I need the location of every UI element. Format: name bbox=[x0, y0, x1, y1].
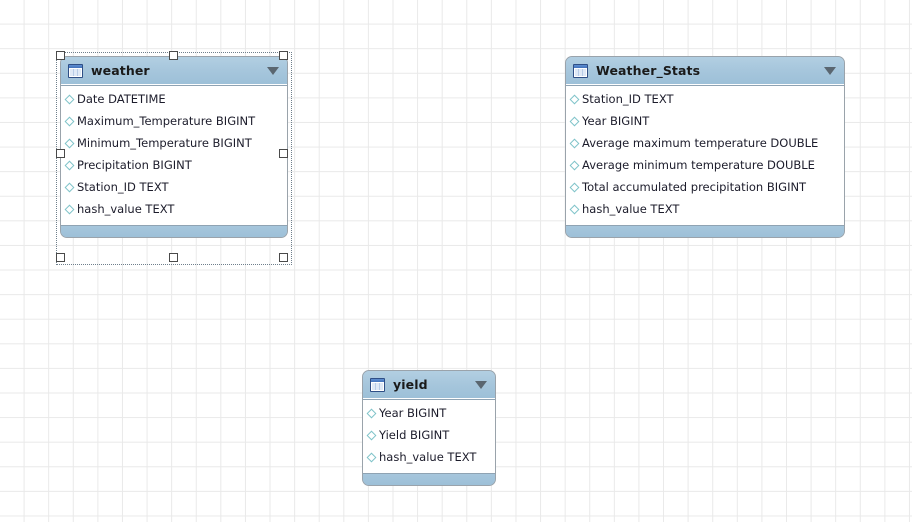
chevron-down-icon[interactable] bbox=[475, 380, 487, 389]
handle-bottom-left[interactable] bbox=[56, 253, 65, 262]
table-field-label: Yield BIGINT bbox=[379, 428, 450, 443]
table-field-row[interactable]: Year BIGINT bbox=[566, 111, 844, 133]
table-field-row[interactable]: Total accumulated precipitation BIGINT bbox=[566, 177, 844, 199]
table-field-label: Station_ID TEXT bbox=[77, 180, 169, 195]
column-diamond-icon bbox=[64, 116, 75, 127]
column-diamond-icon bbox=[569, 138, 580, 149]
column-diamond-icon bbox=[64, 182, 75, 193]
table-field-label: hash_value TEXT bbox=[582, 202, 680, 217]
table-footer-yield bbox=[363, 474, 495, 485]
table-icon bbox=[573, 63, 588, 78]
table-field-row[interactable]: Year BIGINT bbox=[363, 403, 495, 425]
column-diamond-icon bbox=[366, 452, 377, 463]
column-diamond-icon bbox=[64, 138, 75, 149]
column-diamond-icon bbox=[569, 204, 580, 215]
table-field-label: Average maximum temperature DOUBLE bbox=[582, 136, 819, 151]
table-field-label: Total accumulated precipitation BIGINT bbox=[582, 180, 807, 195]
table-title-weather: weather bbox=[91, 63, 150, 78]
table-body-weather: Date DATETIME Maximum_Temperature BIGINT M… bbox=[61, 85, 287, 226]
column-diamond-icon bbox=[569, 160, 580, 171]
table-footer-weather bbox=[61, 226, 287, 237]
table-field-label: Date DATETIME bbox=[77, 92, 166, 107]
table-field-label: Minimum_Temperature BIGINT bbox=[77, 136, 252, 151]
handle-bottom-center[interactable] bbox=[169, 253, 178, 262]
table-title-weather_stats: Weather_Stats bbox=[596, 63, 701, 78]
table-field-row[interactable]: Precipitation BIGINT bbox=[61, 155, 287, 177]
table-field-row[interactable]: Yield BIGINT bbox=[363, 425, 495, 447]
table-field-row[interactable]: hash_value TEXT bbox=[363, 447, 495, 469]
table-field-row[interactable]: hash_value TEXT bbox=[566, 199, 844, 221]
table-body-weather_stats: Station_ID TEXT Year BIGINT Average maximu… bbox=[566, 85, 844, 226]
handle-bottom-right[interactable] bbox=[279, 253, 288, 262]
chevron-down-icon[interactable] bbox=[267, 66, 279, 75]
column-diamond-icon bbox=[64, 94, 75, 105]
column-diamond-icon bbox=[64, 160, 75, 171]
table-icon bbox=[68, 63, 83, 78]
table-footer-weather_stats bbox=[566, 226, 844, 237]
table-body-yield: Year BIGINT Yield BIGINT hash_value TEXT bbox=[363, 399, 495, 474]
table-field-row[interactable]: Average maximum temperature DOUBLE bbox=[566, 133, 844, 155]
table-header-weather[interactable]: weather bbox=[61, 57, 287, 85]
column-diamond-icon bbox=[366, 408, 377, 419]
table-field-row[interactable]: hash_value TEXT bbox=[61, 199, 287, 221]
table-field-row[interactable]: Maximum_Temperature BIGINT bbox=[61, 111, 287, 133]
table-title-yield: yield bbox=[393, 377, 428, 392]
handle-top-right[interactable] bbox=[279, 51, 288, 60]
column-diamond-icon bbox=[569, 116, 580, 127]
table-icon bbox=[370, 377, 385, 392]
table-field-row[interactable]: Station_ID TEXT bbox=[566, 89, 844, 111]
table-field-label: Precipitation BIGINT bbox=[77, 158, 192, 173]
chevron-down-icon[interactable] bbox=[824, 66, 836, 75]
table-field-row[interactable]: Station_ID TEXT bbox=[61, 177, 287, 199]
table-field-label: Year BIGINT bbox=[379, 406, 447, 421]
handle-middle-left[interactable] bbox=[56, 149, 65, 158]
table-field-row[interactable]: Date DATETIME bbox=[61, 89, 287, 111]
column-diamond-icon bbox=[366, 430, 377, 441]
handle-top-left[interactable] bbox=[56, 51, 65, 60]
table-field-label: Average minimum temperature DOUBLE bbox=[582, 158, 815, 173]
table-field-label: hash_value TEXT bbox=[379, 450, 477, 465]
table-field-label: Maximum_Temperature BIGINT bbox=[77, 114, 256, 129]
column-diamond-icon bbox=[569, 182, 580, 193]
table-field-row[interactable]: Minimum_Temperature BIGINT bbox=[61, 133, 287, 155]
table-header-weather_stats[interactable]: Weather_Stats bbox=[566, 57, 844, 85]
handle-top-center[interactable] bbox=[169, 51, 178, 60]
table-field-row[interactable]: Average minimum temperature DOUBLE bbox=[566, 155, 844, 177]
table-field-label: Station_ID TEXT bbox=[582, 92, 674, 107]
column-diamond-icon bbox=[64, 204, 75, 215]
table-field-label: Year BIGINT bbox=[582, 114, 650, 129]
table-field-label: hash_value TEXT bbox=[77, 202, 175, 217]
table-header-yield[interactable]: yield bbox=[363, 371, 495, 399]
column-diamond-icon bbox=[569, 94, 580, 105]
handle-middle-right[interactable] bbox=[279, 149, 288, 158]
